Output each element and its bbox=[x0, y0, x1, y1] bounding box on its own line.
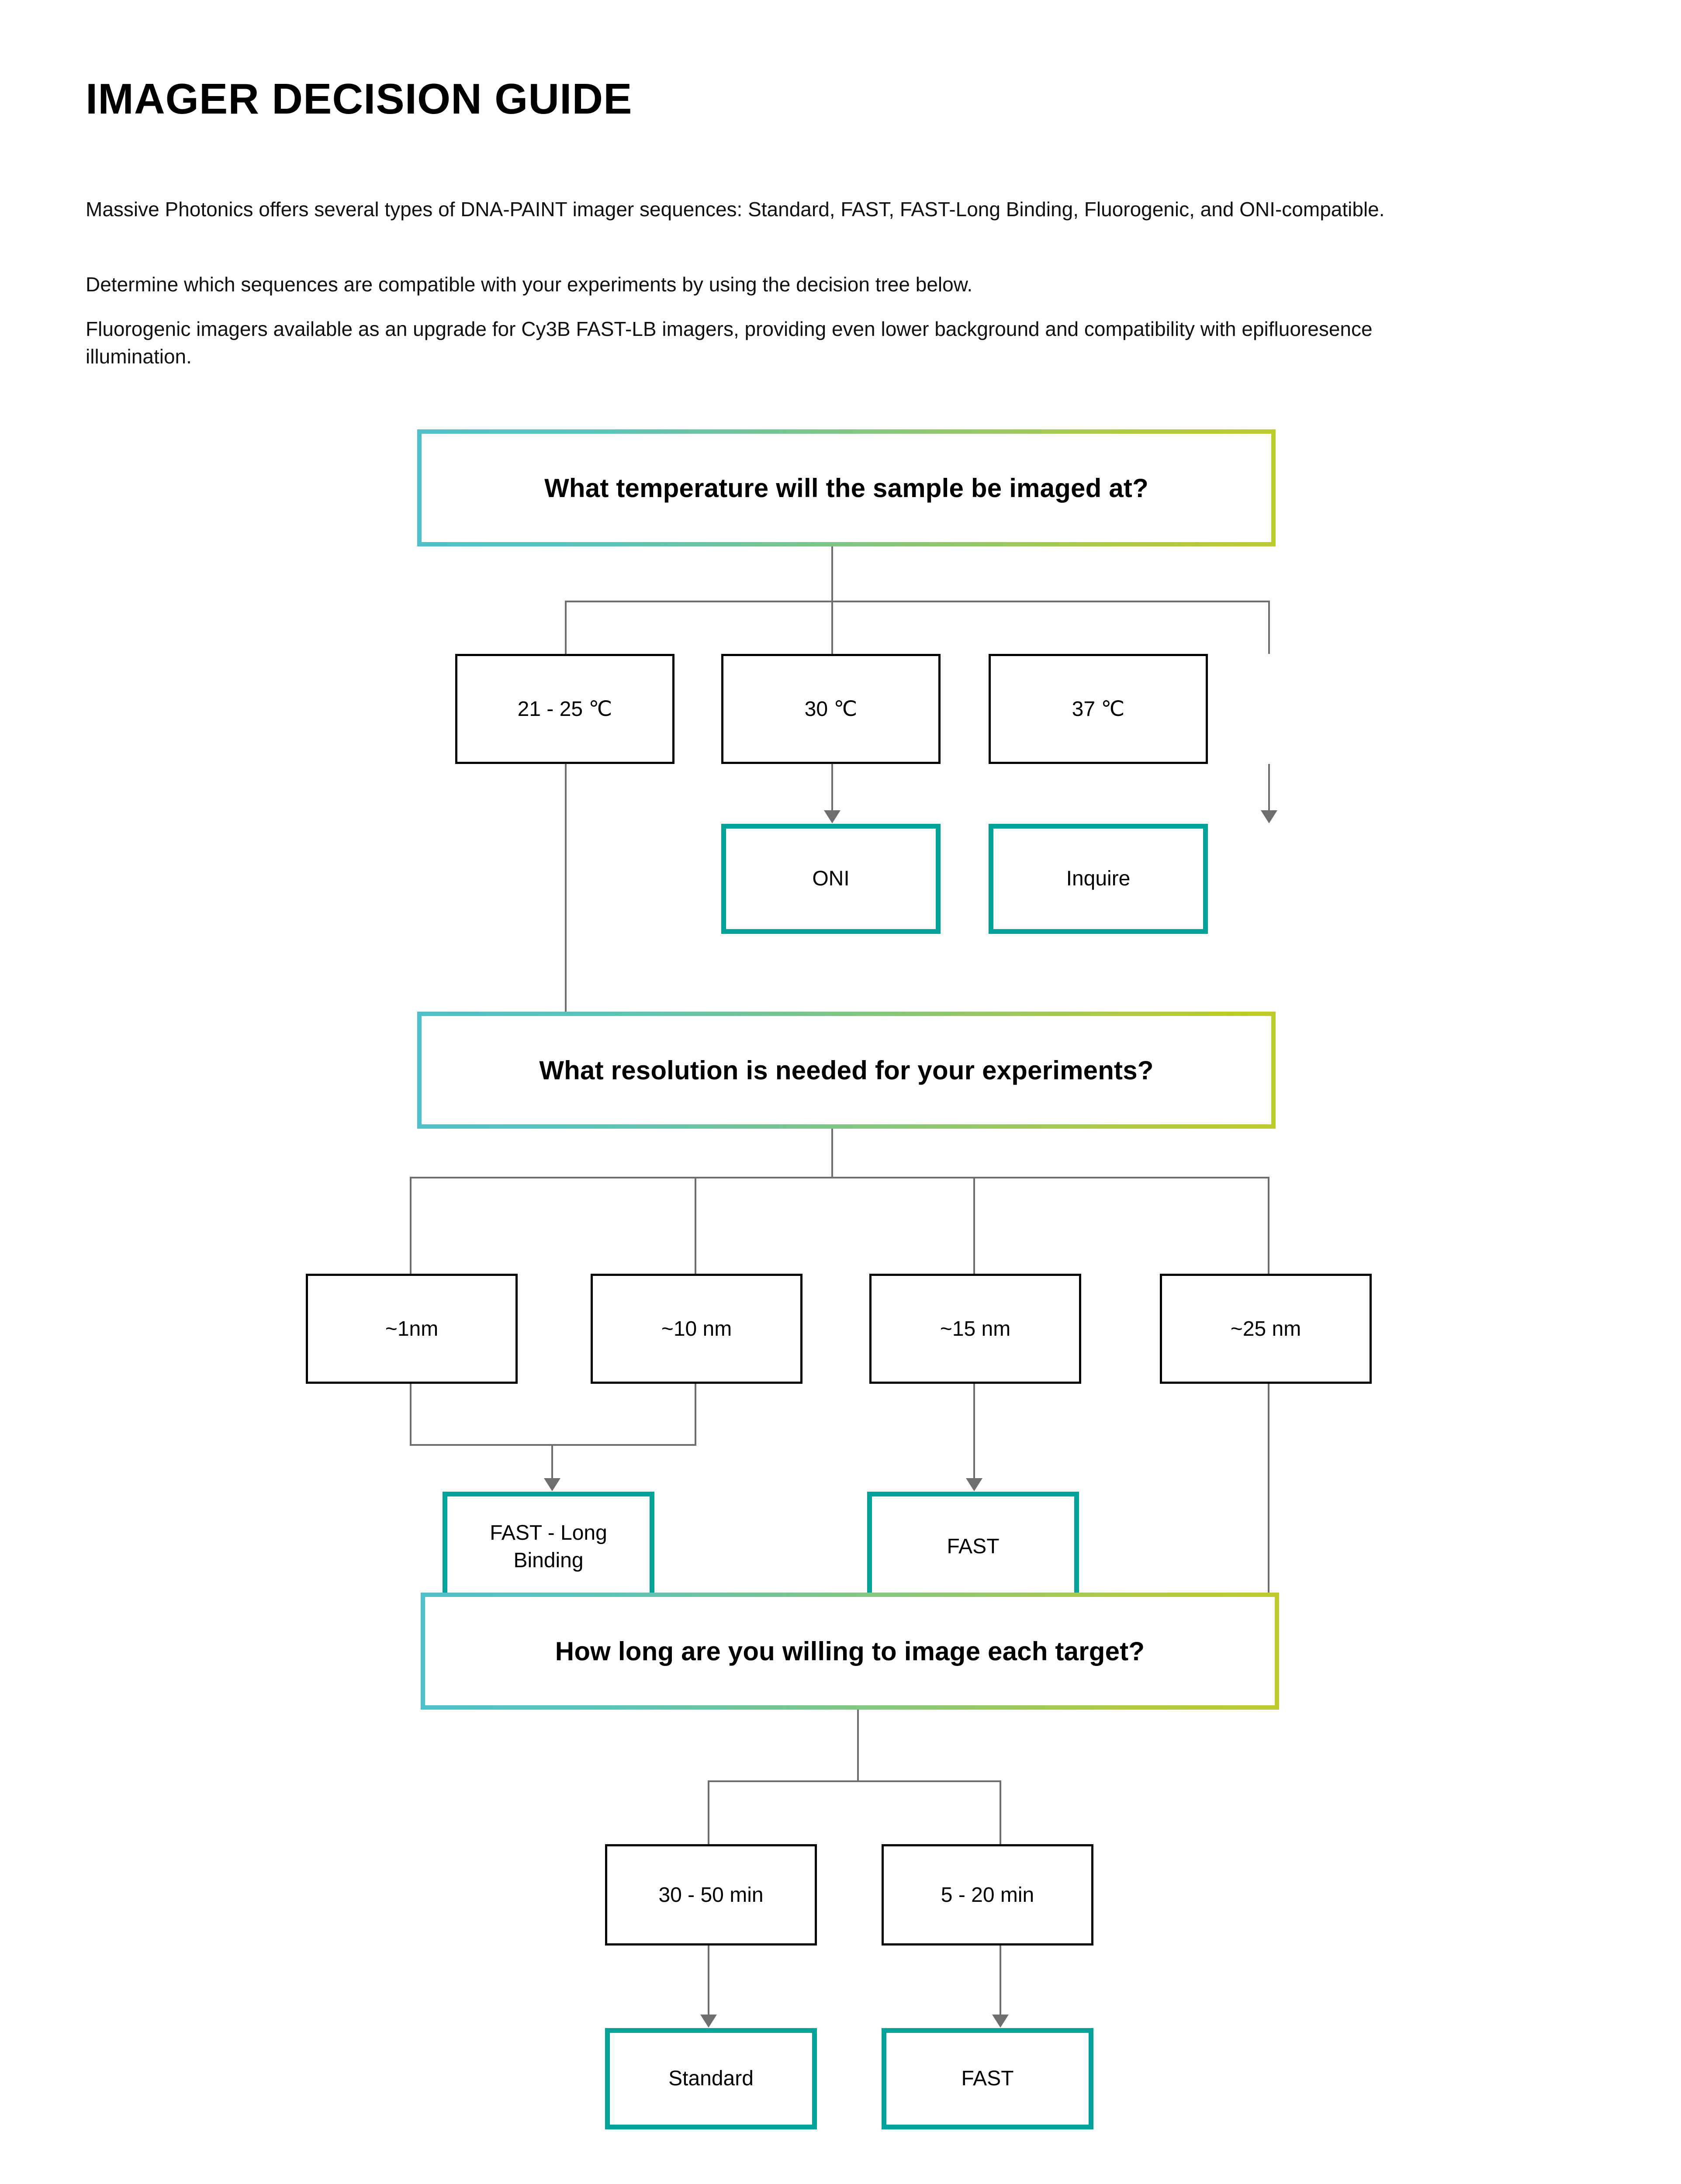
connector-10nm-down bbox=[695, 1384, 696, 1445]
arrow-37c-to-inquire bbox=[1261, 810, 1277, 823]
connector-30-50min-to-standard bbox=[708, 1946, 709, 2023]
arrow-to-fast bbox=[966, 1478, 982, 1491]
connector-q2-to-10nm bbox=[695, 1177, 696, 1274]
result-box-oni[interactable]: ONI bbox=[721, 824, 941, 934]
connector-5-20min-to-fast bbox=[1000, 1946, 1001, 2023]
intro-paragraph-3: Fluorogenic imagers available as an upgr… bbox=[86, 318, 1373, 368]
option-box-37c[interactable]: 37 ℃ bbox=[989, 654, 1208, 764]
option-box-5-20min[interactable]: 5 - 20 min bbox=[882, 1844, 1093, 1946]
question-box-duration[interactable]: How long are you willing to image each t… bbox=[421, 1593, 1279, 1710]
option-box-21-25c[interactable]: 21 - 25 ℃ bbox=[455, 654, 674, 764]
connector-q3-trunk bbox=[857, 1710, 859, 1781]
connector-q1-to-37c bbox=[1268, 601, 1270, 654]
question-box-resolution[interactable]: What resolution is needed for your exper… bbox=[417, 1012, 1276, 1129]
result-box-standard[interactable]: Standard bbox=[605, 2028, 817, 2129]
result-box-fast-resolution[interactable]: FAST bbox=[867, 1492, 1079, 1602]
connector-q3-to-30-50min bbox=[708, 1780, 709, 1844]
connector-q1-to-30c bbox=[831, 601, 833, 654]
connector-25nm-to-q3 bbox=[1268, 1384, 1269, 1593]
arrow-30c-to-oni bbox=[824, 810, 840, 823]
connector-15nm-to-fast bbox=[973, 1384, 975, 1487]
connector-merge-to-fastlb bbox=[551, 1444, 553, 1487]
connector-21-25c-to-q2 bbox=[565, 764, 567, 1013]
arrow-to-standard bbox=[700, 2015, 717, 2028]
connector-q1-to-21-25c bbox=[565, 601, 567, 654]
result-box-inquire[interactable]: Inquire bbox=[989, 824, 1208, 934]
connector-q3-bus bbox=[708, 1780, 1001, 1782]
arrow-to-fast-long-binding bbox=[544, 1478, 560, 1491]
page-title: IMAGER DECISION GUIDE bbox=[86, 75, 633, 123]
connector-q2-to-25nm bbox=[1268, 1177, 1269, 1274]
intro-paragraph-2: Determine which sequences are compatible… bbox=[86, 273, 973, 296]
connector-q2-bus bbox=[410, 1177, 1269, 1178]
question-box-temperature[interactable]: What temperature will the sample be imag… bbox=[417, 429, 1276, 546]
connector-q3-to-5-20min bbox=[1000, 1780, 1001, 1844]
option-box-30-50min[interactable]: 30 - 50 min bbox=[605, 1844, 817, 1946]
option-box-10nm[interactable]: ~10 nm bbox=[591, 1274, 802, 1384]
connector-q2-to-1nm bbox=[410, 1177, 412, 1274]
option-box-15nm[interactable]: ~15 nm bbox=[869, 1274, 1081, 1384]
connector-37c-to-inquire bbox=[1268, 764, 1270, 819]
connector-merge-bus-fastlb bbox=[410, 1444, 696, 1446]
connector-30c-to-oni bbox=[831, 764, 833, 819]
connector-q2-to-15nm bbox=[973, 1177, 975, 1274]
connector-1nm-down bbox=[410, 1384, 412, 1445]
result-box-fast-long-binding[interactable]: FAST - Long Binding bbox=[443, 1492, 654, 1602]
option-box-25nm[interactable]: ~25 nm bbox=[1160, 1274, 1372, 1384]
option-box-1nm[interactable]: ~1nm bbox=[306, 1274, 518, 1384]
option-box-30c[interactable]: 30 ℃ bbox=[721, 654, 941, 764]
connector-q2-trunk bbox=[831, 1129, 833, 1178]
arrow-to-fast-duration bbox=[992, 2015, 1009, 2028]
connector-q1-trunk bbox=[831, 546, 833, 601]
result-box-fast-duration[interactable]: FAST bbox=[882, 2028, 1093, 2129]
connector-q1-bus bbox=[565, 601, 1269, 602]
intro-paragraph-1: Massive Photonics offers several types o… bbox=[86, 198, 1385, 221]
